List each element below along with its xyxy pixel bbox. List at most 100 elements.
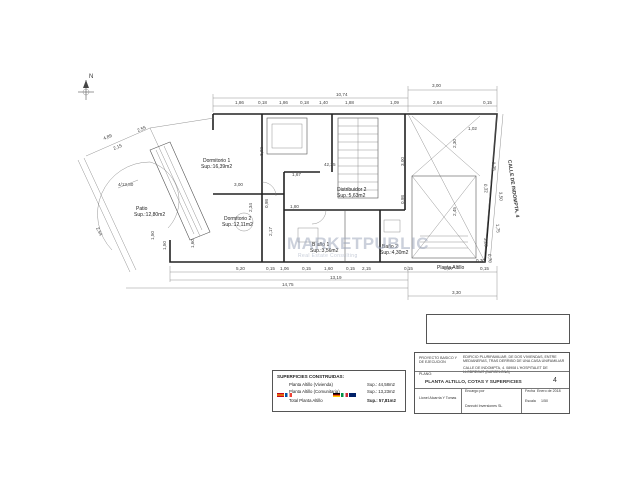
dim-bottom-9: 3,07 (444, 266, 453, 271)
distribuidor-area: Sup.:5,63m2 (337, 193, 366, 199)
dim-left-diag-4: 2,54 (95, 226, 104, 237)
bano1-name: B año 1 (312, 242, 329, 248)
dim-bottom-2: 0,15 (266, 266, 275, 271)
dim-top-5: 1,40 (319, 100, 328, 105)
dim-top-total: 10,74 (336, 92, 348, 97)
dim-mid-7: 1,80 (290, 204, 299, 209)
dim-right-7: 1,75 (495, 224, 501, 234)
bano2-name: Baño 2 (382, 244, 398, 250)
dim-mid-11: 3,00 (400, 157, 405, 166)
surfaces-row1-label: Planta Altillo (Vivienda) (289, 382, 333, 387)
dim-top-8: 2,64 (433, 100, 442, 105)
dim-top-4: 0,18 (300, 100, 309, 105)
tb-project-label: PROYECTO BASICO Y DE EJECUCION (419, 356, 457, 364)
tb-date-label: Fecha (525, 389, 535, 393)
patio-area (97, 161, 180, 251)
dormitorio1-name: Dormitorio 1 (203, 158, 230, 164)
flag-es-icon (277, 393, 284, 397)
dim-right-4: 0,32 (483, 184, 489, 194)
tb-project-desc: EDIFICIO PLURIFAMILIAR, DE DOS VIVIENDAS… (463, 355, 565, 363)
top-dimension-lines (212, 86, 498, 112)
dim-mid-2: 3,00 (234, 182, 243, 187)
tb-divider-2 (415, 388, 569, 389)
dim-mid-8: 0,98 (264, 199, 269, 208)
dim-top-right: 3,00 (432, 83, 441, 88)
tb-date-value: Enero de 2018 (537, 389, 561, 393)
distribuidor-name: Distribuidor 2 (337, 187, 367, 193)
watermark-text: MARKETPUBLIC (287, 234, 429, 253)
dim-bottom-5: 1,60 (324, 266, 333, 271)
north-label: N (89, 74, 93, 80)
dim-bottom-6: 0,15 (346, 266, 355, 271)
bottom-dimension-lines (126, 266, 498, 300)
planta-label: Planta Altillo (437, 265, 464, 271)
right-dimension-lines (483, 113, 504, 263)
dim-left-diag-1: 4,89 (103, 133, 114, 141)
tb-divider-4 (461, 388, 462, 413)
outer-walls (169, 113, 498, 263)
flag-it-icon (341, 393, 348, 397)
dim-bottom-total-inner: 13,19 (330, 275, 342, 280)
dim-top-6: 1,88 (345, 100, 354, 105)
dim-bottom-3: 1,06 (280, 266, 289, 271)
tb-promoter: Danrubi Inversiones SL (465, 404, 503, 408)
tb-scale-value: 1/50 (541, 399, 548, 403)
surfaces-total-label: Total Planta Altillo (289, 398, 323, 403)
stairs (337, 115, 481, 259)
dim-right-1: 1,02 (468, 126, 477, 131)
patio-area-label: Sup.:12,80m2 (134, 212, 165, 218)
tb-architect: Lionel Alcarria Y Tomas (419, 396, 457, 400)
dormitorio2-name: Dormitorio 2 (224, 216, 251, 222)
tb-divider-1 (415, 371, 569, 372)
flag-fr-icon (285, 393, 292, 397)
tb-scale-label: Escala (525, 399, 536, 403)
surfaces-row2-label: Planta Altillo (Comunitaria) (289, 389, 340, 394)
surfaces-title: SUPERFICIES CONSTRUIDAS: (277, 374, 345, 379)
surfaces-total-value: Sup.: 57,81m2 (367, 398, 396, 403)
tb-author-label: Encargo por (465, 389, 485, 393)
patio-name: Patio (136, 206, 148, 212)
dim-mid-10: 1,67 (292, 172, 301, 177)
dim-mid-12: 0,98 (400, 195, 405, 204)
tb-plano-title: PLANTA ALTILLO, COTAS Y SUPERFICIES (425, 380, 522, 385)
dim-right-5: 3,50 (498, 192, 504, 202)
dim-right-8: 3,28 (483, 238, 489, 248)
dim-bottom-right: 3,30 (452, 290, 461, 295)
dim-right-2: 2,30 (452, 139, 457, 148)
dim-mid-4: 2,17 (268, 227, 273, 236)
stamp-box (426, 314, 570, 344)
tb-divider-3 (521, 388, 522, 413)
dormitorio1-area: Sup.:16,39m2 (201, 164, 232, 170)
dim-right-9: 0,70 (487, 254, 493, 264)
dim-bottom-total: 14,75 (282, 282, 294, 287)
flag-uk-icon (349, 393, 356, 397)
interior-walls (213, 114, 405, 262)
surfaces-panel: SUPERFICIES CONSTRUIDAS: Planta Altillo … (272, 370, 406, 412)
dim-bottom-10: 0,15 (480, 266, 489, 271)
dim-mid-6: 1,50 (162, 241, 167, 250)
bano2-area: Sup.:4,30m2 (380, 250, 409, 256)
bano1-area: Sup.:3,56m2 (310, 248, 339, 254)
dim-right-6: 2,45 (452, 207, 457, 216)
dim-left-diag-2: 2,55 (137, 125, 148, 133)
dim-right-3: 2,25 (491, 162, 497, 172)
tb-plano-label: PLANO: (419, 372, 433, 376)
surfaces-row1-value: Sup.: 44,58m2 (367, 382, 395, 387)
title-block: PROYECTO BASICO Y DE EJECUCION EDIFICIO … (414, 352, 570, 414)
dim-mid-5: 1,60 (190, 239, 195, 248)
surfaces-row2-value: Sup.: 13,23m2 (367, 389, 395, 394)
dim-mid-1: 3,02 (259, 147, 264, 156)
dim-circle: 4/13,80 (118, 182, 134, 187)
dim-left-diag-5: 1,50 (150, 231, 155, 240)
street-label: CALLE DE INDOMPTA, 4 (506, 159, 520, 218)
north-arrow-icon: N (78, 74, 94, 100)
dim-bottom-1: 5,20 (236, 266, 245, 271)
dim-right-10: 0,30 (476, 258, 485, 263)
flag-de-icon (333, 393, 340, 397)
dim-bottom-7: 2,15 (362, 266, 371, 271)
dim-top-2: 0,18 (258, 100, 267, 105)
dim-mid-9: 42,25 (324, 162, 336, 167)
dim-left-diag-3: 2,15 (113, 143, 124, 151)
tb-sheet-number: 4 (553, 377, 557, 384)
